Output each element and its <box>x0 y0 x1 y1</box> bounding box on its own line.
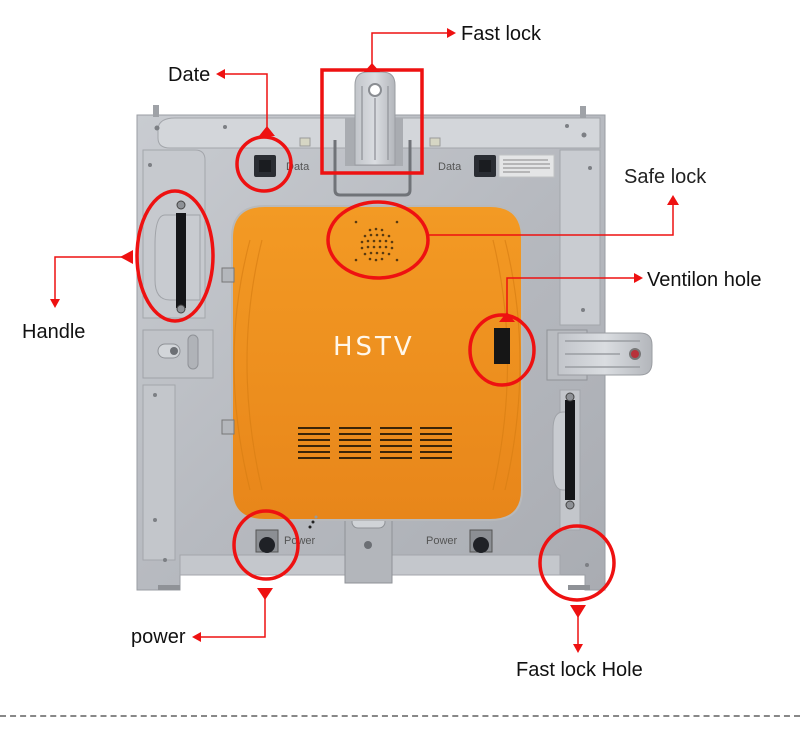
ventilon-hole-highlight-circle <box>468 313 536 387</box>
handle-highlight-circle <box>135 189 215 323</box>
brand-logo: HSTV <box>333 332 415 362</box>
data-connector-right: Data <box>438 154 555 178</box>
handle-left <box>154 200 201 314</box>
safe-lock-vent-dots <box>354 220 399 262</box>
callout-arrowheads <box>50 28 679 653</box>
handle-right <box>552 392 575 510</box>
callout-label-fast-lock: Fast lock <box>461 23 542 45</box>
fast-lock-hole-highlight-circle <box>538 524 616 602</box>
callout-label-date: Date <box>168 64 211 86</box>
safe-lock-highlight-circle <box>326 200 430 280</box>
fast-lock-latch <box>299 71 441 197</box>
callout-label-power: power <box>131 626 186 648</box>
callout-graphics <box>135 68 616 602</box>
vent-slots <box>298 427 452 459</box>
callout-label-fast-lock-hole: Fast lock Hole <box>516 659 643 681</box>
power-connector-right: Power <box>426 529 493 553</box>
power-marking-right: Power <box>426 535 458 547</box>
power-connector-left: Power <box>255 515 318 553</box>
callout-label-ventilon-hole: Ventilon hole <box>647 269 762 291</box>
callout-label-handle: Handle <box>22 321 86 343</box>
callout-label-safe-lock: Safe lock <box>624 166 707 188</box>
orange-cover: HSTV <box>221 205 523 521</box>
power-highlight-circle <box>232 509 300 581</box>
power-marking-left: Power <box>284 535 316 547</box>
data-marking-right: Data <box>438 161 462 173</box>
date-highlight-circle <box>235 135 293 193</box>
side-fast-lock <box>546 329 653 381</box>
callout-leaders <box>54 32 674 645</box>
dashed-divider <box>0 715 800 717</box>
